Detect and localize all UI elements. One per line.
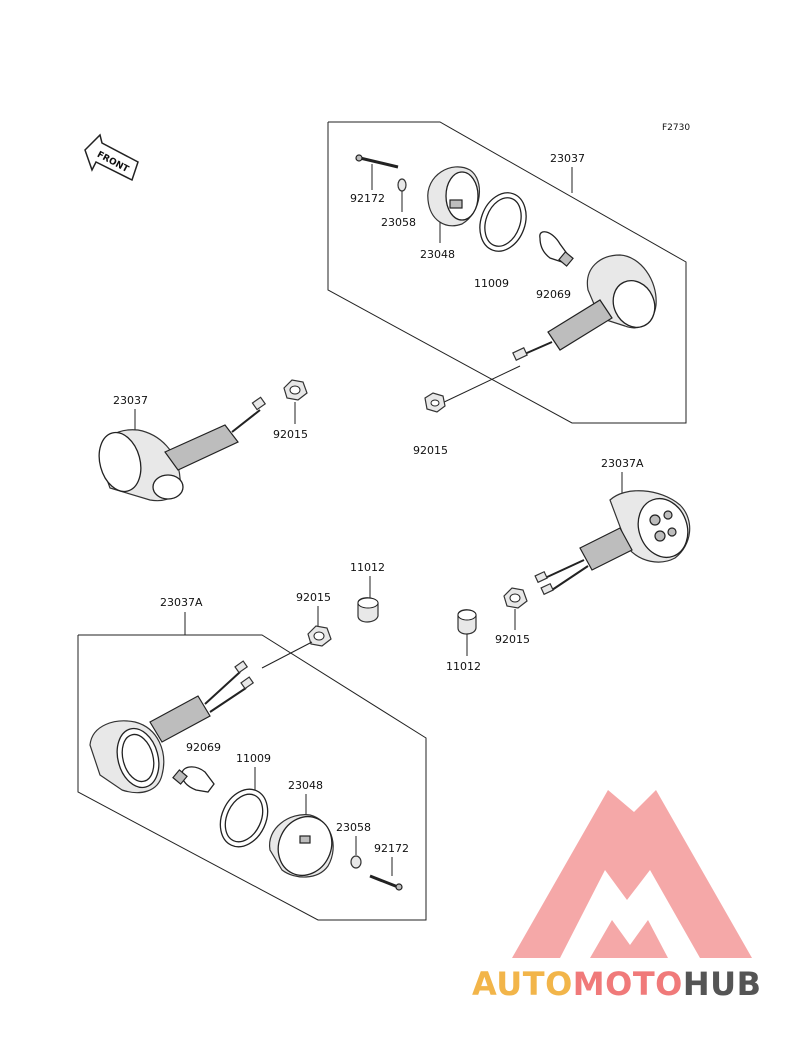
right-nut-label: 92015 bbox=[495, 633, 530, 646]
left-assembly-label: 23037 bbox=[113, 394, 148, 407]
watermark-moto: MOTO bbox=[573, 965, 683, 1003]
top-assembly-box bbox=[327, 121, 687, 424]
watermark-hub: HUB bbox=[683, 965, 762, 1003]
watermark-triangle-icon bbox=[512, 790, 752, 958]
right-turn-signal-part bbox=[534, 490, 691, 596]
bottom-lens-label: 23048 bbox=[288, 779, 323, 792]
left-nut-part bbox=[283, 379, 308, 401]
bottom-assembly-box bbox=[77, 634, 427, 921]
right-assembly-label: 23037A bbox=[601, 457, 644, 470]
top-gasket-label: 11009 bbox=[474, 277, 509, 290]
top-lens-part bbox=[427, 166, 481, 227]
top-turn-signal-part bbox=[512, 254, 657, 361]
top-bulb-label: 92069 bbox=[536, 288, 571, 301]
bottom-lens-part bbox=[269, 814, 334, 878]
mid-nut-label: 92015 bbox=[296, 591, 331, 604]
bottom-washer-part bbox=[350, 855, 362, 869]
top-nut-part bbox=[424, 365, 521, 413]
top-washer-part bbox=[397, 178, 407, 192]
mid-nut-part bbox=[307, 625, 332, 647]
bottom-gasket-part bbox=[219, 788, 269, 848]
left-turn-signal-part bbox=[98, 396, 267, 502]
bottom-bolt-part bbox=[369, 874, 403, 891]
watermark-logo: AUTOMOTOHUB bbox=[472, 790, 762, 1003]
left-nut-label: 92015 bbox=[273, 428, 308, 441]
bottom-bolt-label: 92172 bbox=[374, 842, 409, 855]
right-collar-part bbox=[457, 609, 477, 635]
bottom-assembly-label: 23037A bbox=[160, 596, 203, 609]
top-bolt-label: 92172 bbox=[350, 192, 385, 205]
top-washer-label: 23058 bbox=[381, 216, 416, 229]
watermark-text: AUTOMOTOHUB bbox=[472, 965, 762, 1003]
right-collar-label: 11012 bbox=[446, 660, 481, 673]
bottom-turn-signal-part bbox=[89, 660, 255, 794]
top-bolt-part bbox=[355, 154, 399, 169]
top-nut-label: 92015 bbox=[413, 444, 448, 457]
mid-collar-label: 11012 bbox=[350, 561, 385, 574]
mid-collar-part bbox=[357, 597, 379, 623]
bottom-washer-label: 23058 bbox=[336, 821, 371, 834]
bottom-bulb-label: 92069 bbox=[186, 741, 221, 754]
top-lens-label: 23048 bbox=[420, 248, 455, 261]
figure-code: F2730 bbox=[662, 123, 690, 133]
top-assembly-label: 23037 bbox=[550, 152, 585, 165]
top-gasket-part bbox=[479, 192, 527, 252]
bottom-bulb-part bbox=[172, 766, 215, 793]
top-bulb-part bbox=[539, 231, 574, 267]
right-nut-part bbox=[503, 587, 528, 609]
watermark-auto: AUTO bbox=[472, 965, 573, 1003]
front-arrow-icon: FRONT bbox=[84, 133, 139, 182]
bottom-gasket-label: 11009 bbox=[236, 752, 271, 765]
